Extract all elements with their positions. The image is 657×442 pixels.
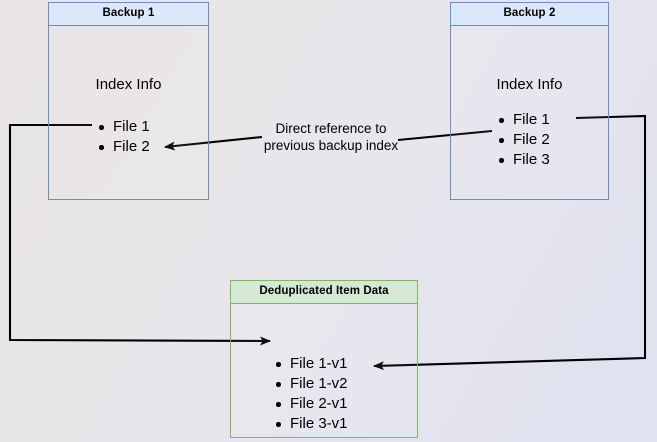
backup-1-file-list: File 1 File 2 <box>97 117 150 157</box>
list-item: File 3-v1 <box>274 414 348 434</box>
node-deduplicated-item-data[interactable]: Deduplicated Item Data File 1-v1 File 1-… <box>230 280 418 438</box>
node-backup-2-header: Backup 2 <box>451 3 608 26</box>
list-item: File 1 <box>97 117 150 137</box>
node-backup-2[interactable]: Backup 2 Index Info File 1 File 2 File 3 <box>450 2 609 200</box>
node-backup-1-header: Backup 1 <box>49 3 208 26</box>
node-backup-2-body: Index Info File 1 File 2 File 3 <box>451 26 608 199</box>
list-item: File 2 <box>97 137 150 157</box>
list-item: File 1-v1 <box>274 354 348 374</box>
node-backup-1-caption: Index Info <box>95 76 162 93</box>
list-item: File 1 <box>497 110 550 130</box>
list-item: File 3 <box>497 150 550 170</box>
dedup-item-list: File 1-v1 File 1-v2 File 2-v1 File 3-v1 <box>274 354 348 434</box>
list-item: File 2-v1 <box>274 394 348 414</box>
edge-label-direct-reference: Direct reference to previous backup inde… <box>263 121 399 153</box>
node-backup-2-caption: Index Info <box>496 76 563 93</box>
backup-2-file-list: File 1 File 2 File 3 <box>497 110 550 170</box>
list-item: File 1-v2 <box>274 374 348 394</box>
node-dedup-header: Deduplicated Item Data <box>231 281 417 304</box>
node-backup-1-body: Index Info File 1 File 2 <box>49 26 208 199</box>
list-item: File 2 <box>497 130 550 150</box>
node-backup-1[interactable]: Backup 1 Index Info File 1 File 2 <box>48 2 209 200</box>
node-dedup-body: File 1-v1 File 1-v2 File 2-v1 File 3-v1 <box>231 304 417 437</box>
